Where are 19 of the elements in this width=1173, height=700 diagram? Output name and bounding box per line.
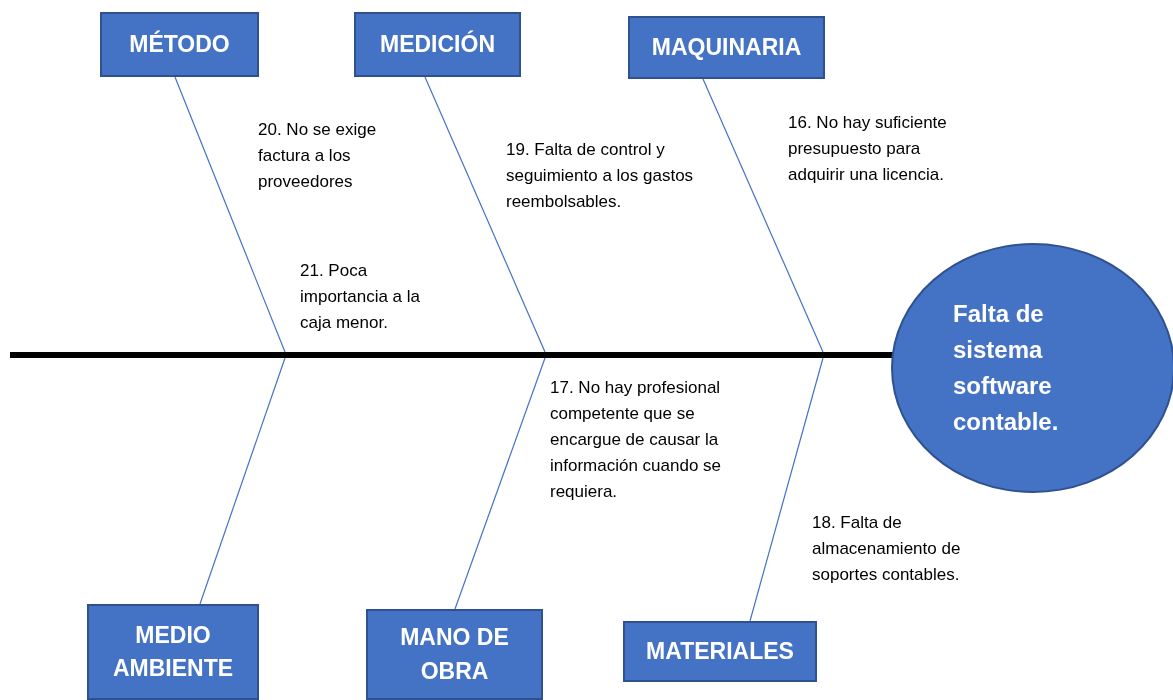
category-box: MÉTODO [100, 12, 259, 77]
cause-text: 16. No hay suficiente presupuesto para adquirir una licencia. [788, 112, 948, 186]
category-box: MAQUINARIA [628, 16, 825, 79]
category-box: MEDICIÓN [354, 12, 521, 77]
category-box: MATERIALES [623, 621, 817, 682]
effect-circle: Falta de sistema software contable. [891, 243, 1173, 493]
cause-text: 19. Falta de control y seguimiento a los gastos reembolsables. [506, 139, 695, 213]
bone-line [174, 76, 286, 353]
bone-line [454, 357, 546, 610]
cause-text: 21. Poca importancia a la caja menor. [300, 260, 421, 334]
cause-text: 17. No hay profesional competente que se encargue de causar la información cuando se requiera. [550, 377, 723, 503]
cause-text: 18. Falta de almacenamiento de soportes contables. [812, 512, 962, 586]
cause-text: 20. No se exige factura a los proveedores [258, 119, 378, 193]
bone-line [424, 76, 546, 353]
bone-line [199, 357, 286, 605]
category-box: MANO DE OBRA [366, 609, 543, 700]
category-box: MEDIO AMBIENTE [87, 604, 259, 700]
bone-line [702, 78, 824, 353]
bone-line [749, 357, 824, 622]
